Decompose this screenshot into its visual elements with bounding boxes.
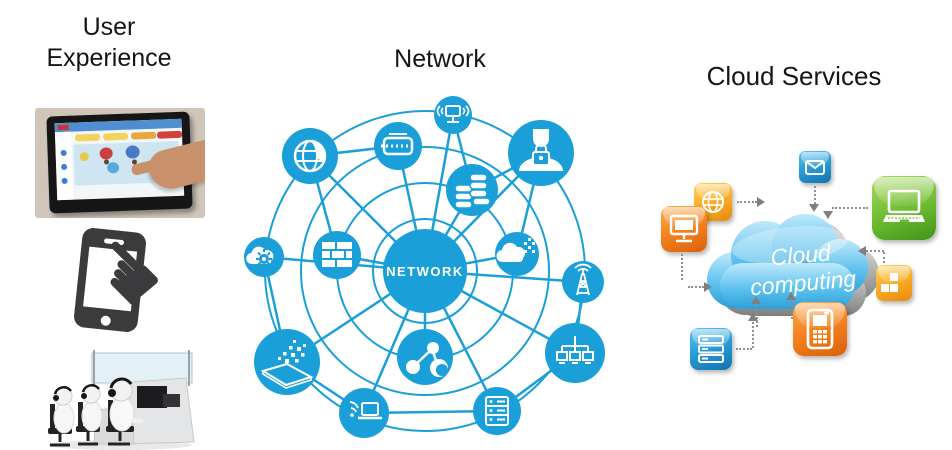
network-title: Network — [394, 45, 486, 73]
cloud-label-line1: Cloud — [770, 239, 833, 270]
database-stack-node — [446, 164, 498, 216]
monitor — [137, 386, 167, 408]
tablet-app-button — [130, 131, 157, 140]
arrow-globe-to-cloud — [737, 201, 757, 203]
network-center-label: NETWORK — [386, 264, 464, 279]
agent-figure — [76, 384, 103, 446]
radio-tower-node — [562, 261, 604, 303]
lan-topology-node — [545, 323, 605, 383]
arrow-email-to-cloud — [814, 186, 816, 204]
agent-figure — [48, 386, 75, 447]
wireless-laptop-node — [339, 388, 389, 438]
tablet-app-header — [54, 118, 182, 133]
data-cloud-node — [495, 232, 539, 276]
laptop-icon — [872, 176, 936, 240]
tablet-app-logo — [57, 124, 69, 131]
globe-node — [282, 128, 338, 184]
support-team-illustration — [48, 350, 195, 450]
cloud-gear-node — [244, 237, 284, 277]
server-rack-node — [473, 387, 521, 435]
wireless-display-node — [434, 96, 472, 134]
user-experience-title: User Experience — [0, 12, 218, 74]
apps-grid-icon — [876, 265, 912, 301]
glass-partition — [91, 352, 193, 384]
agent-figure — [106, 377, 145, 446]
touchscreen-kiosk-photo — [35, 108, 205, 218]
monitor — [163, 394, 180, 407]
server-stack-icon — [690, 328, 732, 370]
firewall-node — [313, 231, 361, 279]
arrow-monitor-to-cloud — [681, 254, 683, 280]
network-switch-node — [374, 122, 422, 170]
secure-user-node — [508, 120, 574, 186]
share-nodes-node — [397, 329, 453, 385]
email-icon — [799, 151, 831, 183]
tablet-app-button — [156, 130, 183, 139]
arrow-apps-to-cloud — [866, 250, 884, 252]
arrow-phone-to-cloud — [751, 296, 761, 304]
mobile-phone-icon — [793, 302, 847, 356]
touch-scanner-node — [254, 329, 320, 395]
tablet-app-button — [74, 133, 101, 142]
tablet-app-sidebar — [54, 131, 74, 201]
user-experience-title-line2: Experience — [46, 44, 172, 72]
user-experience-title-line1: User — [82, 13, 136, 41]
smartphone-touch-icon: ☚ — [67, 214, 184, 336]
arrow-server-to-cloud — [736, 348, 752, 350]
desktop-monitor-icon — [661, 206, 707, 252]
web-globe-icon — [694, 183, 732, 221]
tablet-app-button — [102, 132, 129, 141]
network-center-node: NETWORK — [383, 229, 467, 313]
cloud-services-title: Cloud Services — [706, 61, 882, 91]
arrow-laptop-to-cloud — [832, 207, 868, 209]
network-diagram: NETWORK — [244, 96, 605, 438]
